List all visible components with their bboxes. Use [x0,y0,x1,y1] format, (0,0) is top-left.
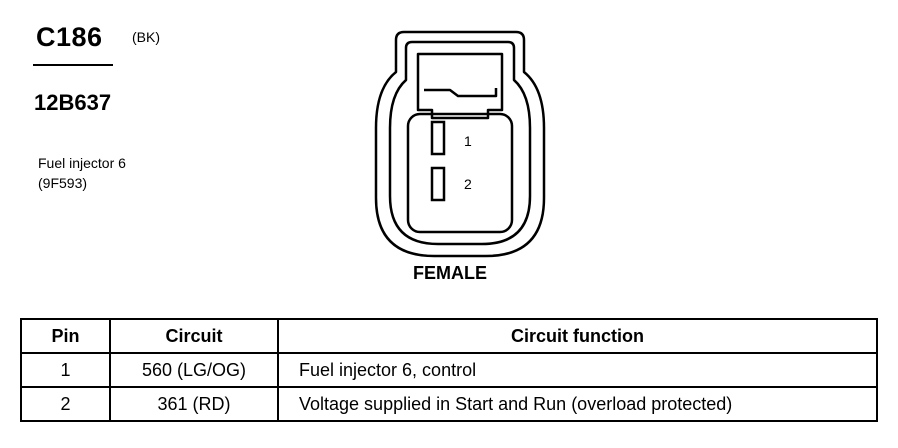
component-name: Fuel injector 6 [38,155,126,171]
connector-color: (BK) [132,29,160,45]
cell-circuit: 560 (LG/OG) [109,352,279,388]
cell-circuit-function: Fuel injector 6, control [277,352,878,388]
header-circuit: Circuit [109,318,279,354]
connector-face [406,112,514,234]
cell-circuit: 361 (RD) [109,386,279,422]
connector-id: C186 [36,22,103,52]
locking-tab [416,52,504,120]
pinout-table: Pin Circuit Circuit function 1 560 (LG/O… [20,318,878,422]
pin-2-label: 2 [464,176,472,192]
component-code: (9F593) [38,175,88,191]
pin-1-label: 1 [464,133,472,149]
connector-outer-housing [374,30,546,258]
cell-pin: 2 [20,386,111,422]
table-row: 2 361 (RD) Voltage supplied in Start and… [20,386,878,422]
table-row: 1 560 (LG/OG) Fuel injector 6, control [20,352,878,388]
connector-id-underline [33,64,113,66]
pin-2-terminal [430,166,446,202]
connector-face-diagram [374,30,546,258]
header-circuit-function: Circuit function [277,318,878,354]
part-number: 12B637 [34,90,112,115]
cell-circuit-function: Voltage supplied in Start and Run (overl… [277,386,878,422]
pin-1-terminal [430,120,446,156]
locking-tab-inner-line [424,88,498,98]
table-header-row: Pin Circuit Circuit function [20,318,878,354]
connector-inner-housing [388,40,532,246]
header-pin: Pin [20,318,111,354]
cell-pin: 1 [20,352,111,388]
connector-gender-label: FEMALE [413,263,487,283]
